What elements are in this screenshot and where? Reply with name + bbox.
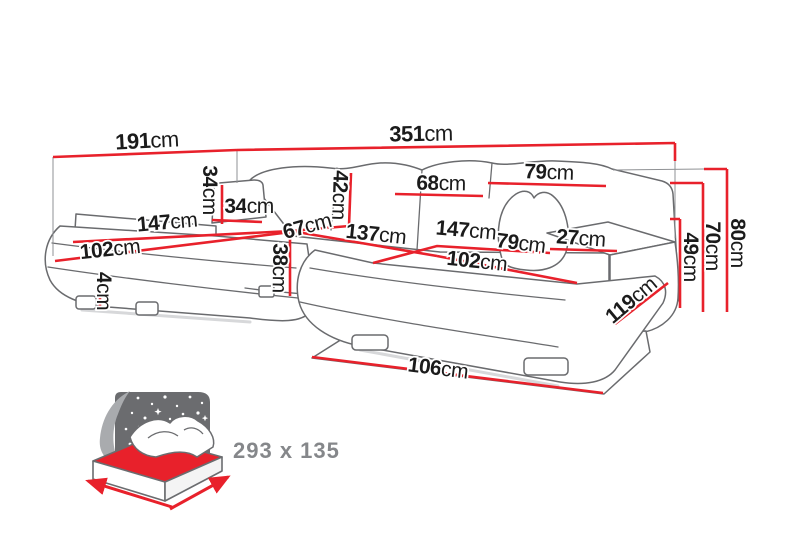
width-arrow-icon	[85, 477, 173, 509]
bed-side-right	[164, 456, 223, 502]
length-arrow-icon	[169, 475, 231, 511]
dim-70-label: 70cm	[701, 221, 724, 270]
dim-147-middle-label: 147cm	[435, 216, 497, 244]
cushion-seam	[330, 167, 338, 231]
right-chaise-seam	[299, 301, 559, 348]
blanket-fold	[147, 427, 204, 439]
dim-27-label: 27cm	[556, 225, 607, 251]
dim-102-left-label: 102cm	[79, 235, 142, 264]
dim-119-line	[614, 281, 669, 326]
sofa-outline	[44, 160, 680, 395]
dim-147-middle-line	[372, 244, 551, 265]
dim-80-line	[704, 167, 729, 312]
left-chaise-seam	[51, 242, 297, 269]
dim-102-right-line	[436, 254, 578, 285]
cushion-seam	[488, 162, 493, 199]
cushion-seam	[416, 169, 423, 251]
dim-27-line	[549, 247, 618, 253]
dimension-lines	[52, 141, 729, 395]
sofa-leg	[351, 334, 389, 351]
moon-icon	[99, 391, 130, 457]
dim-147-left-line	[72, 229, 292, 244]
dim-34-vertical-label: 34cm	[198, 165, 221, 214]
sofa-leg	[523, 357, 569, 376]
sofa-leg	[135, 301, 159, 316]
dim-80-label: 80cm	[726, 218, 749, 267]
dim-102-right-label: 102cm	[446, 247, 509, 276]
dim-34-horizontal-line	[211, 218, 263, 224]
dim-42-line	[347, 172, 353, 227]
dim-68-label: 68cm	[416, 172, 466, 196]
dim-79-middle-label: 79cm	[495, 229, 547, 258]
dim-106-line	[311, 355, 604, 395]
dim-191-line	[52, 148, 238, 159]
sleeping-function-icon: 293 x 135	[85, 391, 340, 511]
sleeping-area-label: 293 x 135	[233, 438, 340, 463]
right-chaise-seam	[309, 267, 566, 301]
headrest-pad	[211, 179, 267, 224]
dim-68-line	[394, 192, 484, 198]
blanket-icon	[129, 415, 215, 458]
dim-38-label: 38cm	[268, 243, 292, 293]
dim-4-label: 4cm	[92, 272, 115, 310]
dim-42-label: 42cm	[327, 170, 352, 220]
dim-147-left-label: 147cm	[136, 208, 198, 236]
dim-351-label: 351cm	[389, 120, 453, 146]
extension-lines	[52, 150, 705, 256]
dim-137-label: 137cm	[345, 220, 408, 249]
dim-49-label: 49cm	[679, 232, 702, 281]
sofa-leg	[75, 295, 97, 310]
dim-191-label: 191cm	[115, 126, 180, 154]
sofa-leg	[258, 285, 275, 298]
floor-shadow	[358, 348, 560, 388]
dim-70-line	[670, 181, 705, 312]
dim-79-top-label: 79cm	[524, 160, 574, 185]
dim-79-top-line	[487, 181, 607, 188]
floor-shadow	[80, 308, 252, 324]
dim-67-line	[290, 224, 350, 233]
dim-49-line	[670, 217, 682, 308]
dim-351-line	[236, 141, 677, 161]
dim-34-horizontal-label: 34cm	[224, 195, 273, 218]
dim-102-left-line	[54, 230, 292, 263]
